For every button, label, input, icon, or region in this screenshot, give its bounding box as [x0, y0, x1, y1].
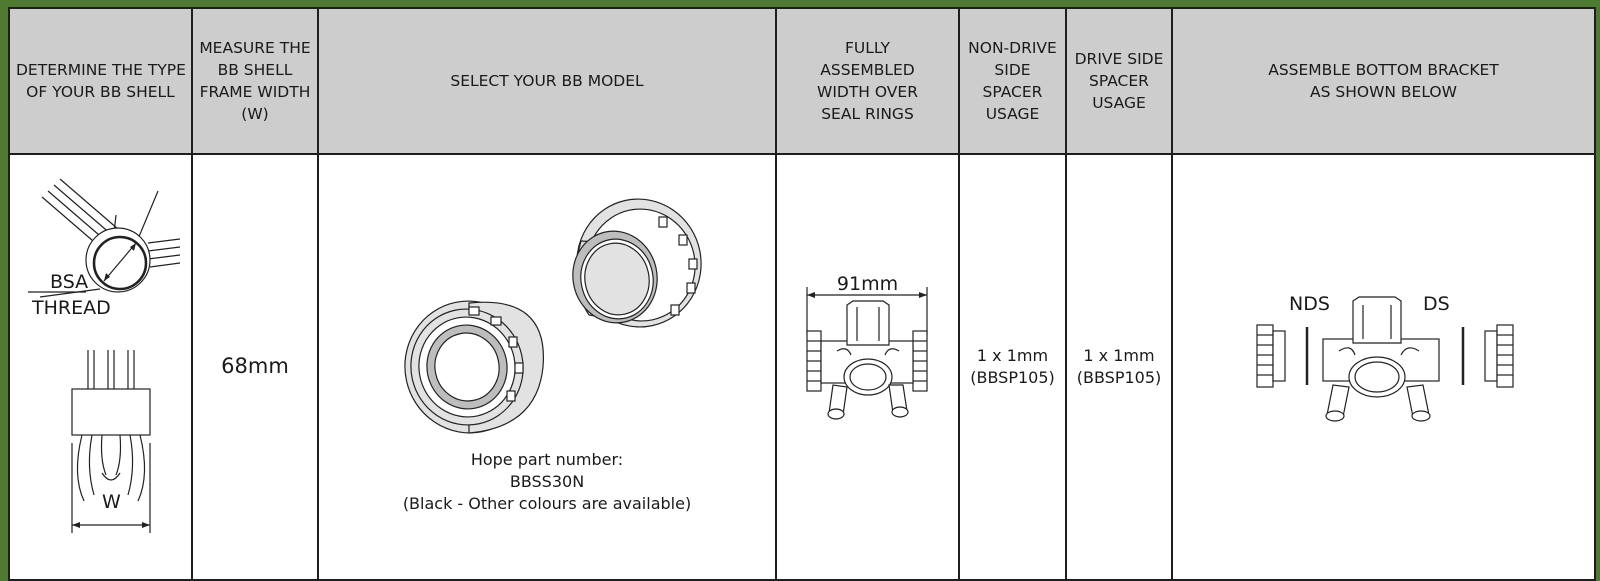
header-nds-spacer-usage: NON-DRIVE SIDE SPACER USAGE	[958, 7, 1067, 155]
header-determine-shell-type: DETERMINE THE TYPE OF YOUR BB SHELL	[8, 7, 193, 155]
header-select-bb-model: SELECT YOUR BB MODEL	[317, 7, 777, 155]
ds-label: DS	[1423, 293, 1450, 315]
ds-spacer-qty: 1 x 1mm	[1083, 346, 1155, 365]
assembled-bb-illustration	[806, 287, 928, 420]
header-assemble-bb: ASSEMBLE BOTTOM BRACKET AS SHOWN BELOW	[1171, 7, 1596, 155]
frame-width-value: 68mm	[221, 354, 289, 378]
shell-type-cell: BSA THREAD W	[8, 153, 193, 581]
width-w-label: W	[102, 491, 121, 513]
nds-spacer-part: (BBSP105)	[970, 368, 1055, 387]
part-number-label: Hope part number:	[470, 450, 624, 469]
assembled-width-label: 91mm	[836, 273, 899, 295]
header-row: DETERMINE THE TYPE OF YOUR BB SHELL MEAS…	[8, 7, 1596, 155]
ds-spacer-cell: 1 x 1mm (BBSP105)	[1065, 153, 1173, 581]
bb-cups-illustration	[404, 198, 702, 434]
nds-spacer-qty: 1 x 1mm	[976, 346, 1049, 365]
bb-fitting-guide-table: DETERMINE THE TYPE OF YOUR BB SHELL MEAS…	[8, 7, 1596, 581]
part-number-value: BBSS30N	[509, 472, 585, 491]
frame-width-cell: 68mm	[191, 153, 319, 581]
assembled-width-cell: 91mm	[775, 153, 960, 581]
assembly-cell: NDS DS	[1171, 153, 1596, 581]
header-assembled-width: FULLY ASSEMBLED WIDTH OVER SEAL RINGS	[775, 7, 960, 155]
part-number-block: Hope part number: BBSS30N (Black - Other…	[319, 449, 775, 515]
nds-label: NDS	[1289, 293, 1330, 315]
content-row: BSA THREAD W 68mm	[8, 153, 1596, 581]
right-cup	[572, 198, 702, 328]
bb-model-cell: Hope part number: BBSS30N (Black - Other…	[317, 153, 777, 581]
header-measure-shell-width: MEASURE THE BB SHELL FRAME WIDTH (W)	[191, 7, 319, 155]
nds-spacer-cell: 1 x 1mm (BBSP105)	[958, 153, 1067, 581]
colour-note: (Black - Other colours are available)	[402, 494, 692, 513]
left-cup	[404, 300, 545, 434]
bsa-label: BSA	[50, 271, 89, 293]
ds-spacer-part: (BBSP105)	[1076, 368, 1162, 387]
thread-label: THREAD	[32, 297, 111, 319]
header-ds-spacer-usage: DRIVE SIDE SPACER USAGE	[1065, 7, 1173, 155]
exploded-assembly-illustration	[1256, 296, 1514, 422]
bsa-shell-illustration	[28, 178, 181, 533]
